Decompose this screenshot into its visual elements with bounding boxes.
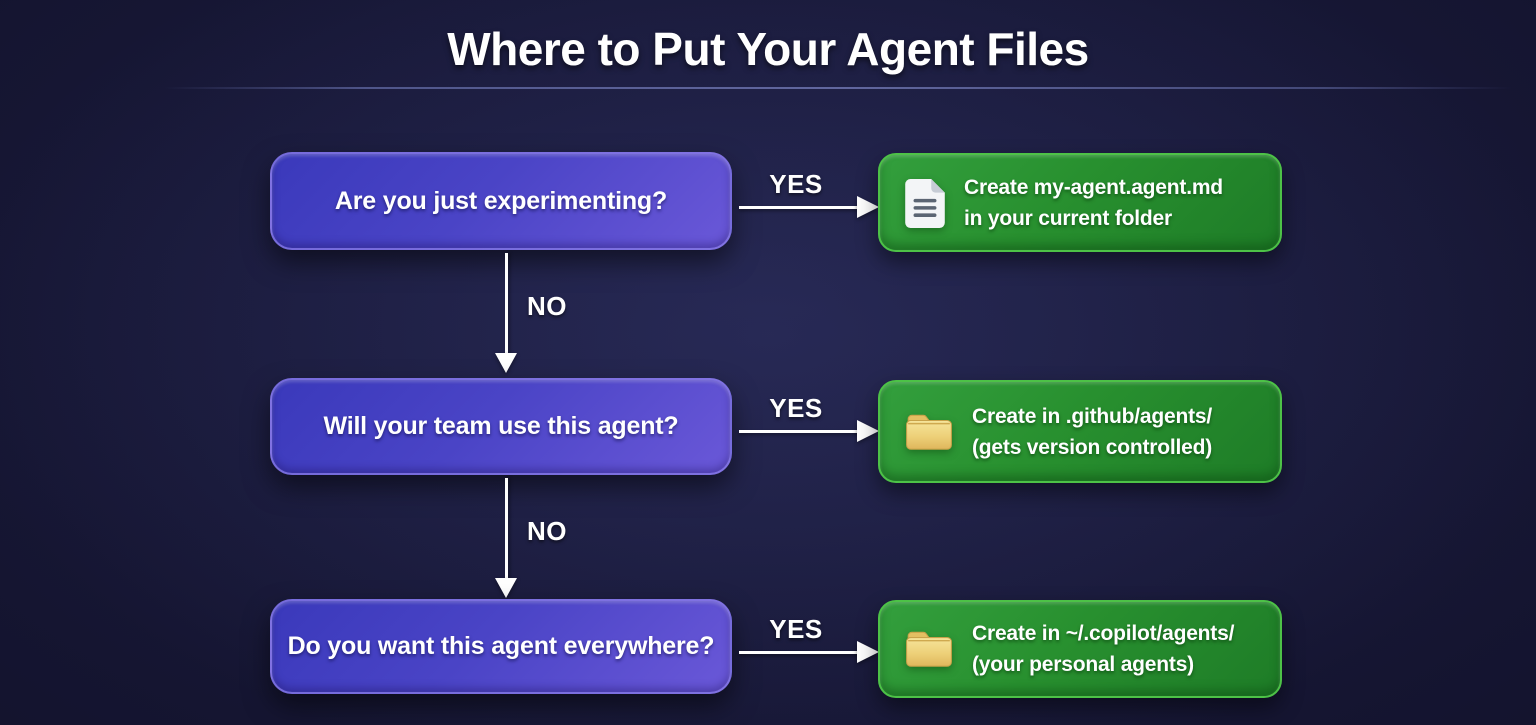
yes-arrow-2: YES <box>737 393 879 443</box>
yes-label: YES <box>769 393 823 423</box>
no-label: NO <box>527 291 567 321</box>
result-line-2: (your personal agents) <box>972 653 1194 676</box>
yes-arrow-3: YES <box>737 614 879 664</box>
page-title: Where to Put Your Agent Files <box>447 23 1089 75</box>
arrow-head-icon <box>857 196 879 218</box>
result-box-github-agents: Create in .github/agents/ (gets version … <box>878 380 1282 483</box>
arrow-head-icon <box>857 420 879 442</box>
result-line-1: Create in ~/.copilot/agents/ <box>972 622 1235 645</box>
document-icon <box>904 178 946 228</box>
yes-label: YES <box>769 614 823 644</box>
arrow-line <box>505 253 508 354</box>
folder-icon <box>904 411 954 453</box>
folder-icon <box>904 628 954 670</box>
arrow-head-icon <box>857 641 879 663</box>
yes-arrow-1: YES <box>737 169 879 219</box>
question-box-team-use: Will your team use this agent? <box>270 378 732 475</box>
arrow-line <box>505 478 508 579</box>
question-text: Are you just experimenting? <box>334 186 668 215</box>
arrow-line <box>739 651 859 654</box>
result-box-copilot-agents: Create in ~/.copilot/agents/ (your perso… <box>878 600 1282 698</box>
no-arrow-1: NO <box>491 253 581 375</box>
question-text: Do you want this agent everywhere? <box>287 632 715 660</box>
arrow-line <box>739 206 859 209</box>
question-box-experimenting: Are you just experimenting? <box>270 152 732 250</box>
title-divider <box>164 87 1512 89</box>
result-line-1: Create my-agent.agent.md <box>964 175 1223 199</box>
arrow-head-icon <box>495 578 517 598</box>
no-arrow-2: NO <box>491 478 581 600</box>
arrow-line <box>739 430 859 433</box>
arrow-head-icon <box>495 353 517 373</box>
result-text: Create in ~/.copilot/agents/ (your perso… <box>972 618 1234 680</box>
result-box-current-folder: Create my-agent.agent.md in your current… <box>878 153 1282 252</box>
result-line-1: Create in .github/agents/ <box>972 404 1213 428</box>
result-line-2: in your current folder <box>964 206 1172 230</box>
no-label: NO <box>527 516 567 546</box>
question-text: Will your team use this agent? <box>323 412 679 440</box>
yes-label: YES <box>769 169 823 199</box>
result-text: Create my-agent.agent.md in your current… <box>964 172 1223 234</box>
result-text: Create in .github/agents/ (gets version … <box>972 401 1212 463</box>
question-box-agent-everywhere: Do you want this agent everywhere? <box>270 599 732 694</box>
result-line-2: (gets version controlled) <box>972 435 1213 459</box>
